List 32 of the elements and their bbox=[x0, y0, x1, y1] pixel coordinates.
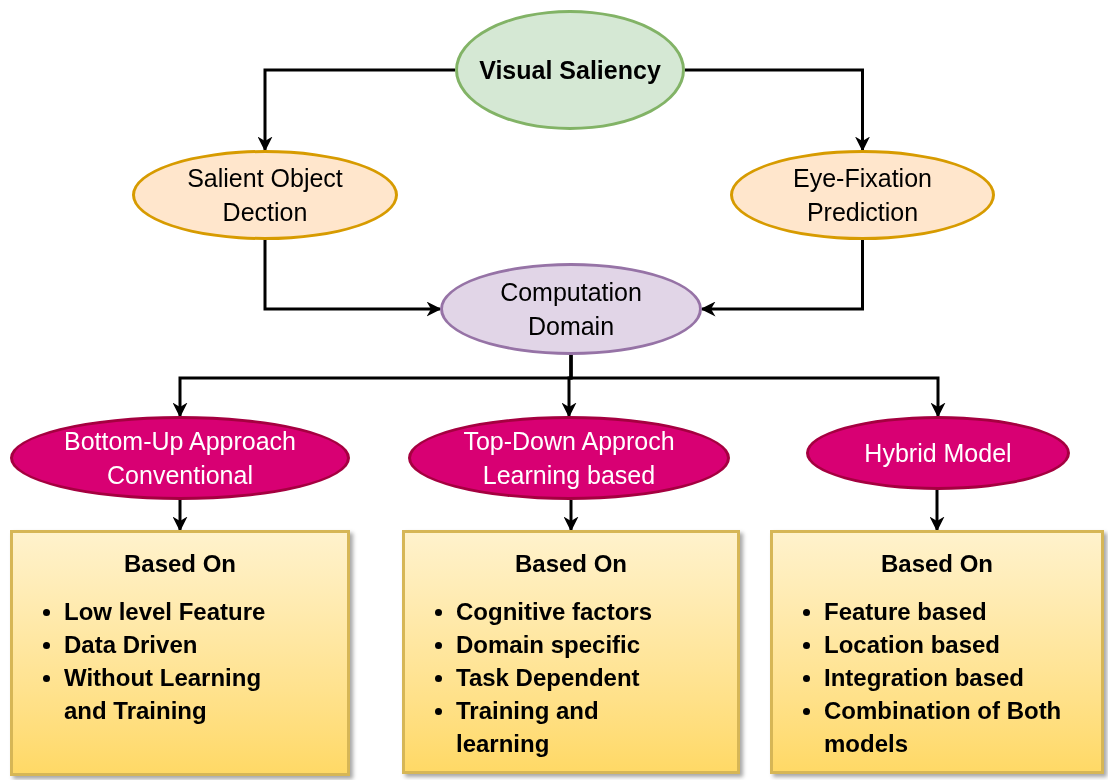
connector-arrow bbox=[700, 240, 864, 317]
bullet-item: Cognitive factors bbox=[456, 597, 653, 627]
card-heading: Based On bbox=[515, 549, 627, 579]
node-label: Top-Down Approch Learning based bbox=[462, 426, 676, 491]
connector-arrow bbox=[263, 240, 442, 317]
card-heading: Based On bbox=[124, 549, 236, 579]
bullet-item: Combination of Both models bbox=[824, 696, 1063, 759]
node-label: Visual Saliency bbox=[479, 55, 661, 86]
bullet-item: Without Learning and Training bbox=[64, 663, 263, 726]
node-label: Bottom-Up Approach Conventional bbox=[62, 426, 298, 491]
bullet-item: Integration based bbox=[824, 663, 1025, 693]
info-card bbox=[10, 530, 350, 776]
bullet-item: Task Dependent bbox=[456, 663, 640, 693]
node-label: Computation Domain bbox=[499, 277, 643, 342]
connector-arrow bbox=[569, 355, 946, 418]
bullet-item: Domain specific bbox=[456, 630, 641, 660]
connector-arrow bbox=[257, 68, 455, 152]
card-heading: Based On bbox=[881, 549, 993, 579]
connector-arrow bbox=[172, 500, 188, 532]
bullet-item: Low level Feature bbox=[64, 597, 266, 627]
bullet-item: Location based bbox=[824, 630, 1001, 660]
bullet-item: Training and learning bbox=[456, 696, 600, 759]
connector-arrow bbox=[929, 490, 945, 532]
info-card bbox=[770, 530, 1104, 774]
connector-arrow bbox=[563, 500, 579, 532]
info-card bbox=[402, 530, 740, 774]
bullet-item: Data Driven bbox=[64, 630, 198, 660]
bullet-item: Feature based bbox=[824, 597, 987, 627]
node-label: Salient Object Dection bbox=[186, 163, 344, 228]
node-label: Eye-Fixation Prediction bbox=[792, 163, 933, 228]
node-label: Hybrid Model bbox=[863, 438, 1013, 469]
connector-arrow bbox=[685, 68, 870, 152]
